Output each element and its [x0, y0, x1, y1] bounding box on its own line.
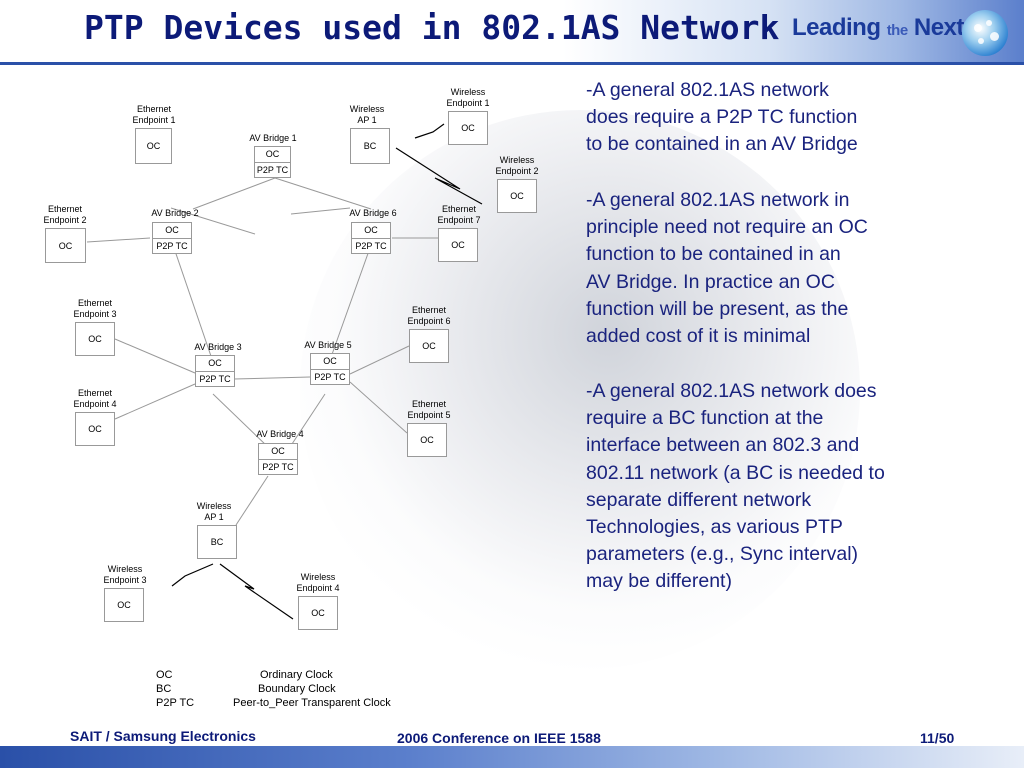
wireless-endpoint-4: OC	[298, 596, 338, 630]
ethernet-endpoint-3: OC	[75, 322, 115, 356]
legend-abbr-1: OC	[156, 669, 173, 681]
wireless-endpoint-3: OC	[104, 588, 144, 622]
av-bridge-6-label: AV Bridge 6	[349, 208, 397, 218]
av-bridge-6: OC P2P TC	[351, 222, 391, 254]
wireless-ap-top: BC	[350, 128, 390, 164]
av-bridge-5: OC P2P TC	[310, 353, 350, 385]
av-bridge-1-label: AV Bridge 1	[249, 133, 297, 143]
legend-abbr-3: P2P TC	[156, 697, 195, 709]
paragraph-2: -A general 802.1AS network in principle …	[586, 189, 868, 348]
slide-title: PTP Devices used in 802.1AS Network	[84, 8, 780, 47]
ethernet-endpoint-6: OC	[409, 329, 449, 363]
footer-bar	[0, 746, 1024, 768]
av-bridge-2: OC P2P TC	[152, 222, 192, 254]
brand-word-next: Next	[913, 14, 965, 41]
footer-conference: 2006 Conference on IEEE 1588	[397, 730, 601, 746]
wireless-endpoint-1: OC	[448, 111, 488, 145]
ethernet-endpoint-1: OC	[135, 128, 172, 164]
network-lines	[86, 123, 483, 620]
paragraph-1: -A general 802.1AS network does require …	[586, 79, 858, 156]
legend-abbr-2: BC	[156, 683, 172, 695]
header-bar	[0, 0, 1024, 64]
brand-word-the: the	[886, 22, 909, 39]
page-number: 11/50	[920, 730, 955, 746]
av-bridge-3: OC P2P TC	[195, 355, 235, 387]
wireless-endpoint-2: OC	[497, 179, 537, 213]
av-bridge-2-label: AV Bridge 2	[151, 208, 199, 218]
ethernet-endpoint-2: OC	[45, 228, 86, 263]
wireless-ap-bottom: BC	[197, 525, 237, 559]
av-bridge-5-label: AV Bridge 5	[304, 340, 352, 350]
legend-meaning-2: Boundary Clock	[258, 683, 336, 695]
legend-meaning-1: Ordinary Clock	[260, 669, 333, 681]
ethernet-endpoint-7: OC	[438, 228, 478, 262]
header-divider	[0, 62, 1024, 65]
brand-logo-icon	[962, 10, 1008, 56]
ethernet-endpoint-5: OC	[407, 423, 447, 457]
brand-slogan: Leading the Next	[792, 14, 964, 42]
legend-meaning-3: Peer-to_Peer Transparent Clock	[233, 697, 391, 709]
footer-organization: SAIT / Samsung Electronics	[70, 728, 256, 744]
av-bridge-4: OC P2P TC	[258, 443, 298, 475]
ethernet-endpoint-4: OC	[75, 412, 115, 446]
background-swirl	[300, 110, 860, 670]
paragraph-3: -A general 802.1AS network does require …	[586, 380, 885, 593]
av-bridge-1: OC P2P TC	[254, 146, 291, 178]
av-bridge-3-label: AV Bridge 3	[194, 342, 242, 352]
av-bridge-4-label: AV Bridge 4	[256, 429, 304, 439]
brand-word-leading: Leading	[792, 14, 881, 41]
